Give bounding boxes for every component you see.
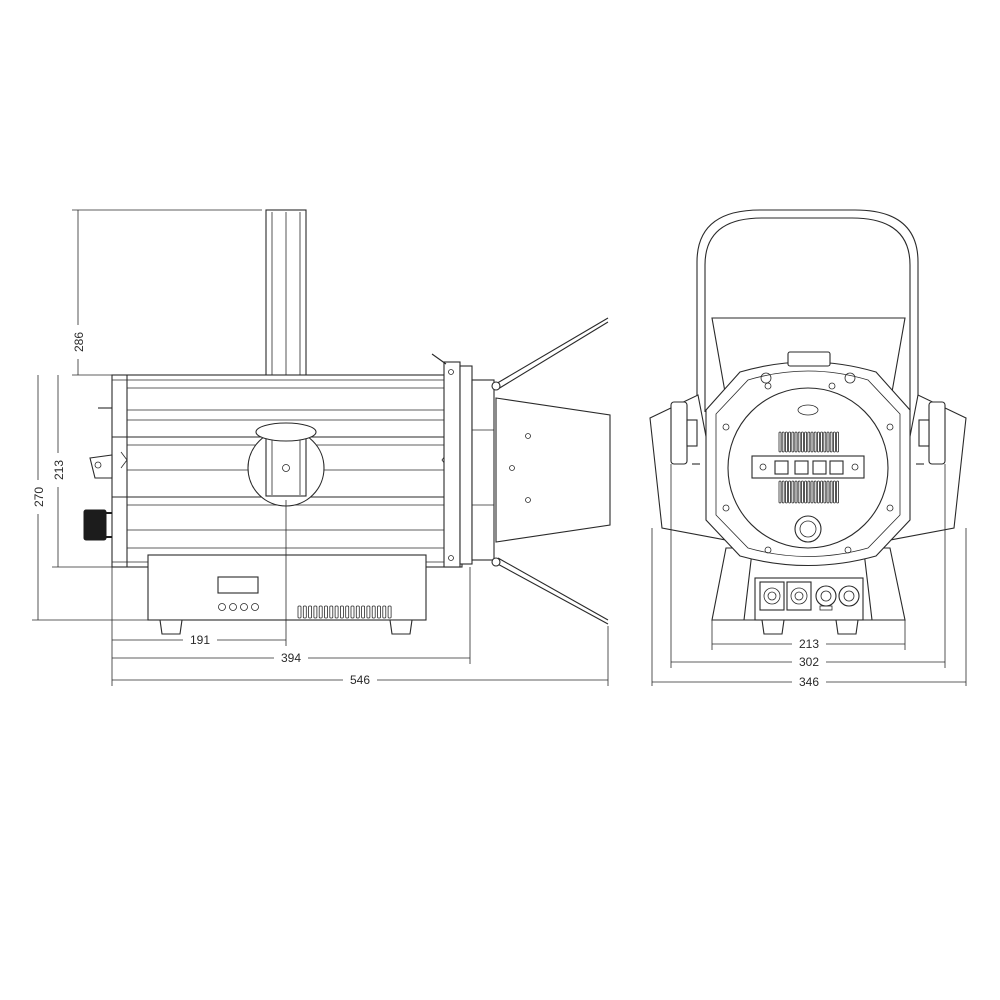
vent-slot — [345, 605, 350, 619]
dim-width-total: 346 — [799, 675, 819, 689]
dim-width-base: 213 — [799, 637, 819, 651]
vent-slot — [794, 480, 798, 504]
vent-slot — [817, 480, 820, 504]
focus-knob — [83, 509, 112, 541]
vent-slot — [382, 605, 387, 619]
vent-slot — [361, 605, 366, 619]
vent-slot — [791, 431, 795, 453]
vent-slot — [329, 605, 334, 619]
front-flange — [431, 353, 495, 568]
vent-slot — [387, 605, 392, 619]
vent-slot — [807, 480, 811, 504]
vent-slot — [823, 480, 827, 504]
vent-slot — [788, 480, 791, 504]
yoke-bracket — [696, 209, 919, 412]
vent-slot — [297, 605, 302, 619]
vent-slot — [826, 431, 830, 453]
vent-slot — [794, 431, 798, 453]
vent-slot — [797, 480, 801, 504]
barndoors-side — [491, 317, 611, 625]
vent-slot — [781, 480, 785, 504]
vent-slot — [355, 605, 360, 619]
vent-slot — [801, 431, 804, 453]
vent-slot — [810, 431, 814, 453]
side-knobs — [670, 401, 946, 465]
vent-slot — [302, 605, 307, 619]
front-view — [649, 209, 967, 686]
vent-slot — [810, 480, 814, 504]
head-vent-slots — [778, 431, 839, 504]
vent-slot — [833, 480, 836, 504]
vent-slot — [318, 605, 323, 619]
vent-slot — [785, 480, 788, 504]
dimension-labels: 286 213 270 191 394 546 213 302 346 — [30, 325, 826, 689]
vent-slot — [350, 605, 355, 619]
vent-slot — [371, 605, 376, 619]
vent-slot — [801, 480, 804, 504]
lamp-head — [705, 351, 911, 567]
vent-slot — [788, 431, 791, 453]
vent-slot — [829, 431, 833, 453]
dim-height-body: 213 — [52, 460, 66, 480]
vent-slot — [813, 431, 817, 453]
vent-slot — [804, 431, 807, 453]
dim-width-yoke: 302 — [799, 655, 819, 669]
vent-slot — [778, 480, 782, 504]
vent-slot — [366, 605, 371, 619]
dim-height-arm: 286 — [72, 332, 86, 352]
vent-slot — [829, 480, 833, 504]
vent-slot — [836, 480, 839, 504]
vent-slot — [823, 431, 827, 453]
vent-slot — [836, 431, 839, 453]
vent-slot — [377, 605, 381, 619]
vent-slot — [324, 605, 328, 619]
vent-slot — [820, 480, 823, 504]
vent-slot — [833, 431, 836, 453]
vent-slot — [826, 480, 830, 504]
vent-slot — [813, 480, 817, 504]
vent-slot — [797, 431, 801, 453]
vent-slot — [313, 605, 318, 619]
vent-slot — [308, 605, 313, 619]
dim-length-to-arm: 191 — [190, 633, 210, 647]
base-vent-slots — [297, 605, 392, 619]
vent-slot — [781, 431, 785, 453]
side-view — [32, 209, 611, 686]
yoke-pivot — [247, 422, 325, 507]
vent-slot — [804, 480, 807, 504]
dim-height-total: 270 — [32, 487, 46, 507]
connector-panel — [759, 581, 860, 611]
vent-slot — [791, 480, 795, 504]
dim-length-total: 546 — [350, 673, 370, 687]
vent-slot — [778, 431, 782, 453]
vent-slot — [807, 431, 811, 453]
vent-slot — [785, 431, 788, 453]
vent-slot — [820, 431, 823, 453]
dim-length-body: 394 — [281, 651, 301, 665]
vent-slot — [334, 605, 339, 619]
vent-slot — [817, 431, 820, 453]
base-box — [147, 554, 427, 635]
vent-slot — [339, 605, 344, 619]
